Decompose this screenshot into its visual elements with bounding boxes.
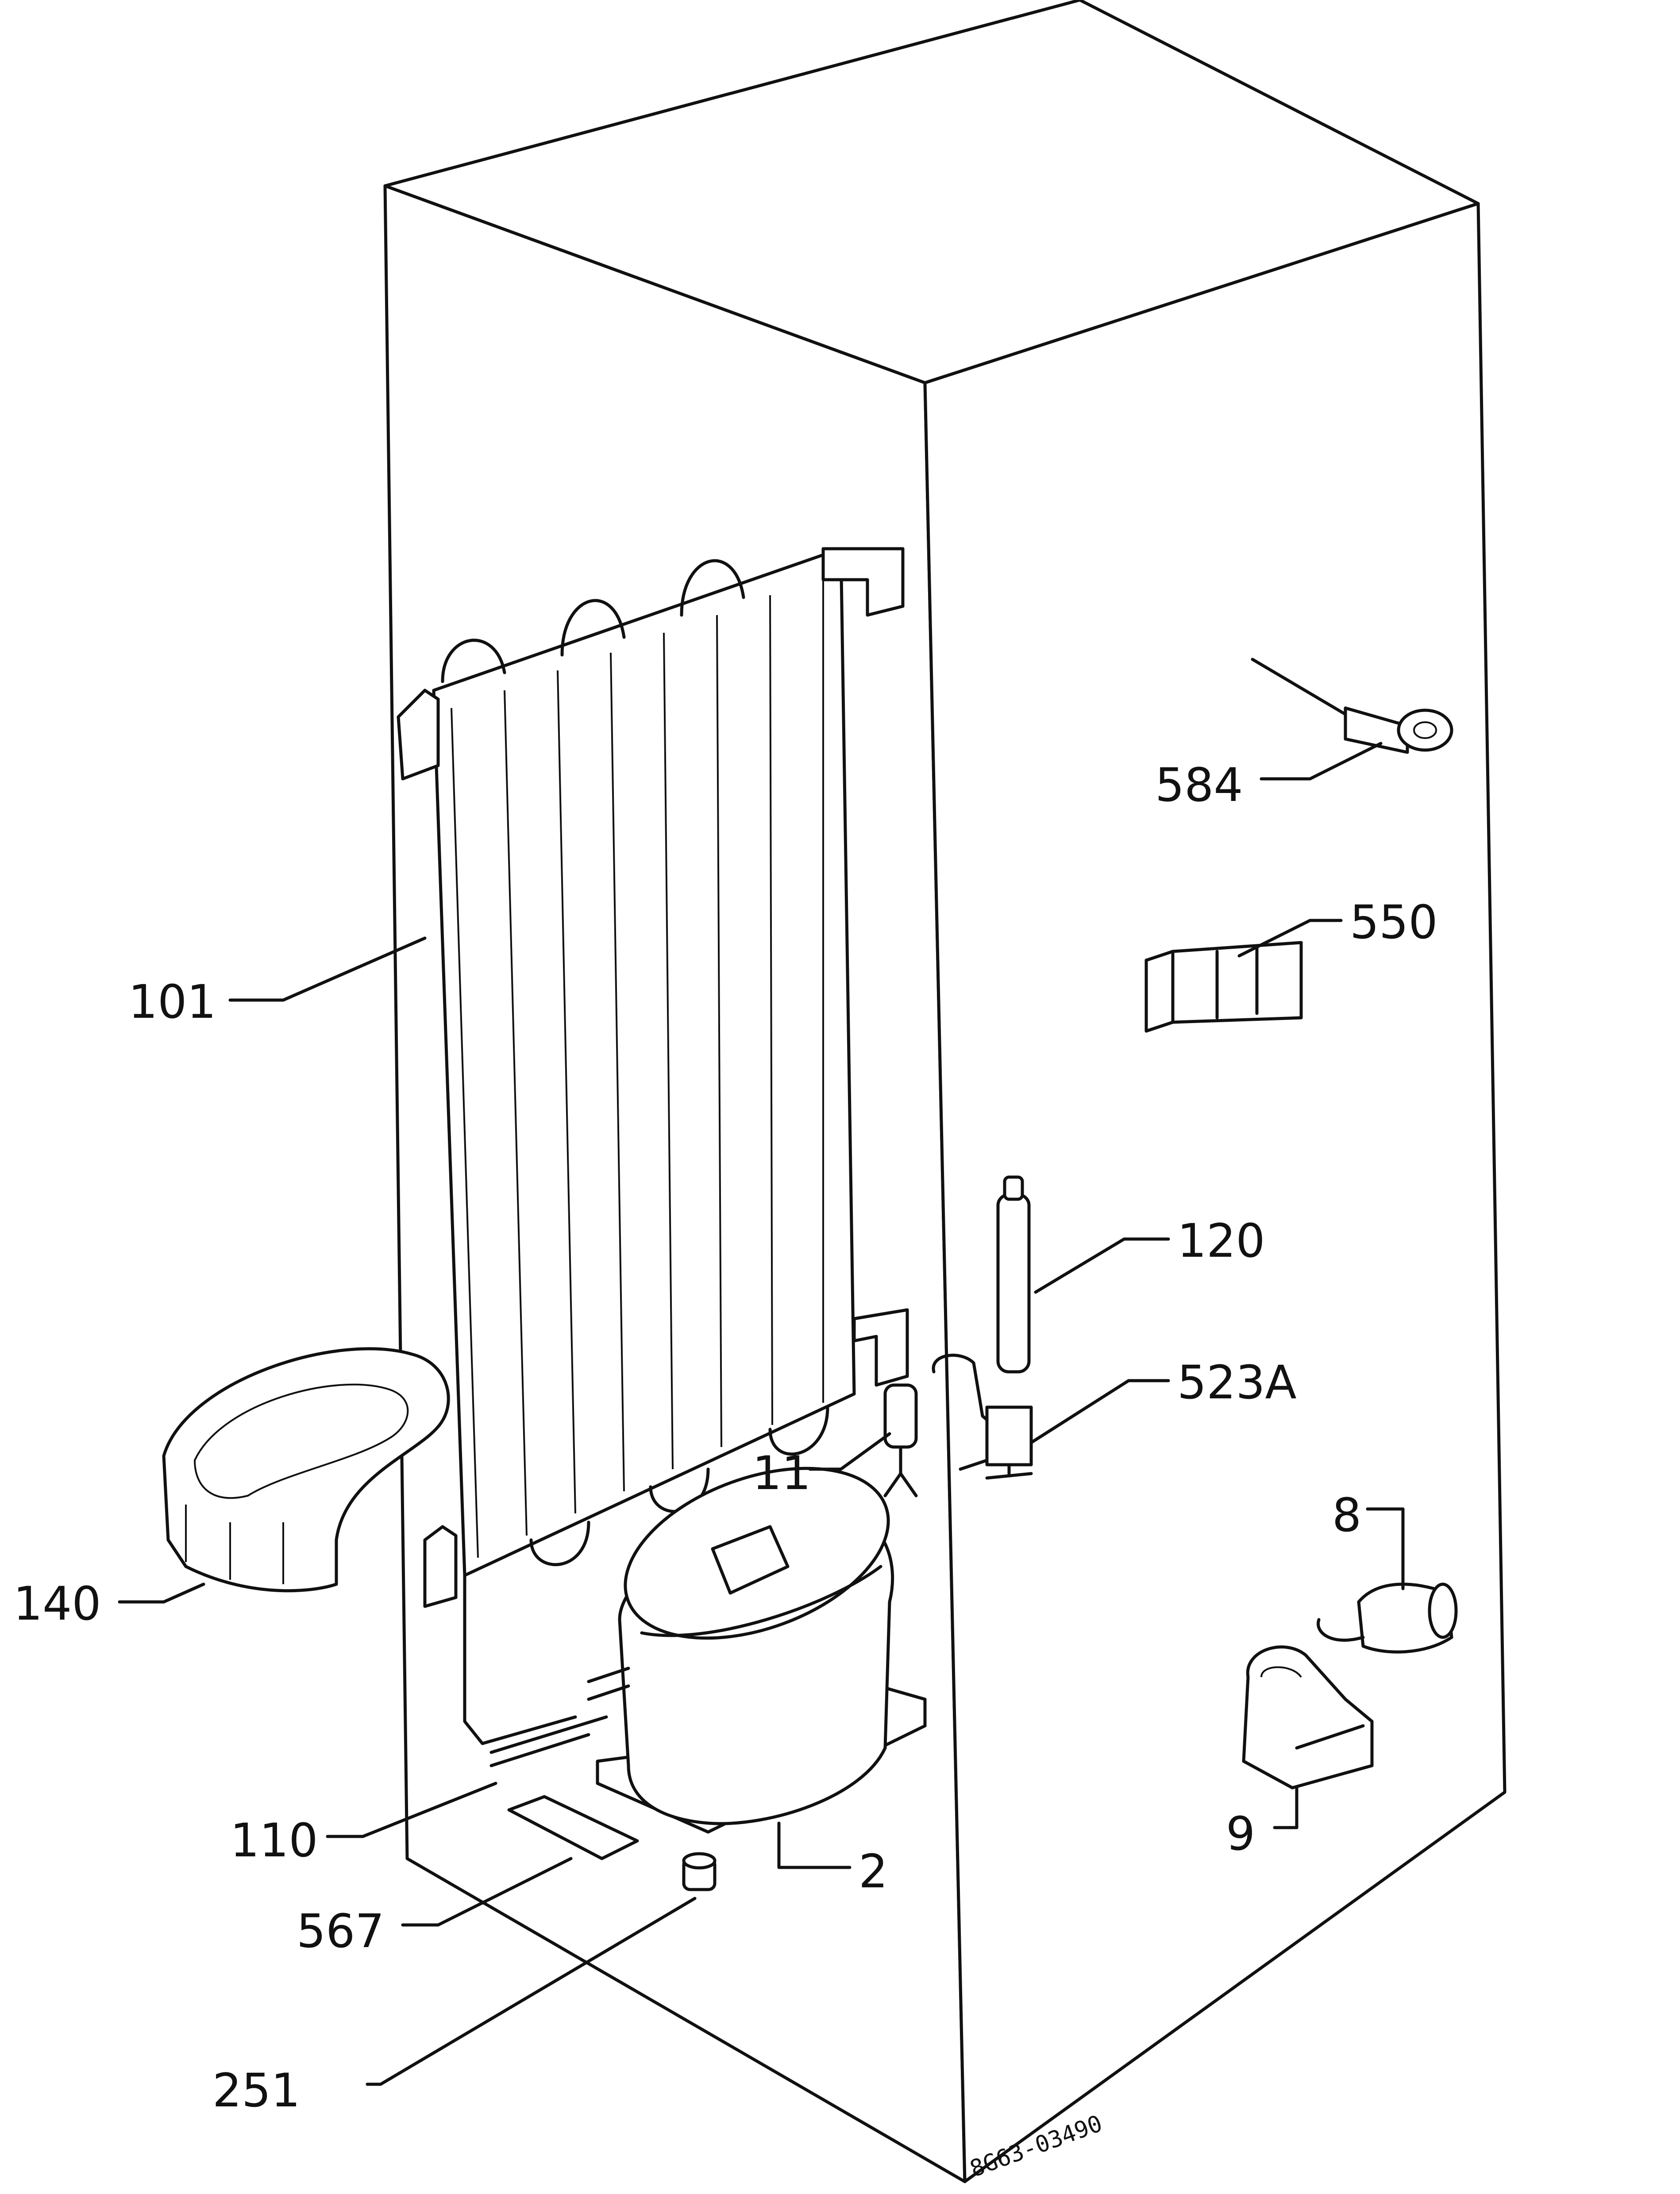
callout-9: 9: [1226, 1807, 1255, 1861]
compressor: [489, 1467, 927, 1834]
rubber-grommet: [682, 1852, 717, 1891]
callout-140: 140: [13, 1577, 101, 1631]
drier-filter: [883, 1383, 918, 1497]
callout-8: 8: [1332, 1488, 1361, 1542]
capillary-tube: [996, 1175, 1031, 1374]
valve-assembly: [932, 1354, 1033, 1480]
relay-clip: [1242, 1645, 1374, 1790]
pipe-110: [489, 1733, 590, 1767]
thermostat: [1317, 1582, 1458, 1654]
condenser-coil: [397, 547, 909, 1745]
callout-251: 251: [212, 2063, 301, 2117]
callout-101: 101: [128, 975, 216, 1029]
callout-567: 567: [297, 1904, 385, 1958]
key-part: [1251, 658, 1453, 754]
leader-lines: [118, 742, 1405, 2086]
bracket-part: [1144, 941, 1303, 1033]
drip-tray: [162, 1347, 450, 1593]
callout-110: 110: [230, 1813, 318, 1867]
callout-550: 550: [1350, 895, 1438, 949]
callout-2: 2: [859, 1844, 888, 1898]
callout-11: 11: [752, 1446, 811, 1500]
callout-523a: 523A: [1177, 1355, 1297, 1409]
callout-120: 120: [1177, 1214, 1265, 1268]
callout-584: 584: [1155, 758, 1243, 812]
mounting-plate: [507, 1795, 639, 1860]
